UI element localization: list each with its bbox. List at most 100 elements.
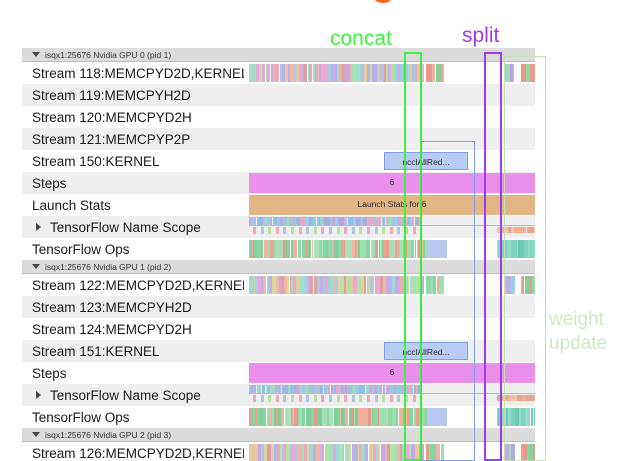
group-header[interactable]: isqx1:25676 Nvidia GPU 0 (pid 1) [22, 48, 535, 62]
name-scope-sub-event[interactable] [291, 227, 294, 234]
step-event-bar[interactable]: 6 [249, 173, 535, 193]
name-scope-sub-event[interactable] [382, 395, 386, 402]
timeline-track[interactable]: 6 [249, 362, 535, 384]
trace-event-block[interactable] [249, 240, 427, 258]
name-scope-sub-event[interactable] [374, 395, 378, 402]
name-scope-sub-event[interactable] [253, 395, 256, 402]
timeline-track[interactable] [249, 442, 535, 461]
name-scope-sub-event[interactable] [405, 395, 408, 402]
ops-event-block[interactable] [427, 240, 447, 258]
name-scope-sub-event[interactable] [389, 227, 393, 234]
timeline-row-label[interactable]: Stream 123:MEMCPYH2D [22, 296, 244, 318]
timeline-track[interactable] [249, 62, 535, 84]
name-scope-sub-event[interactable] [283, 395, 287, 402]
timeline-row-label[interactable]: Stream 119:MEMCPYH2D [22, 84, 244, 106]
timeline-row[interactable]: Stream 120:MEMCPYD2H [22, 106, 535, 128]
name-scope-sub-event[interactable] [351, 395, 355, 402]
timeline-row-label[interactable]: TensorFlow Name Scope [22, 216, 244, 238]
name-scope-sub-event[interactable] [321, 227, 325, 234]
name-scope-sub-event[interactable] [397, 227, 401, 234]
name-scope-sub-event[interactable] [344, 227, 348, 234]
timeline-row-label[interactable]: Steps [22, 362, 244, 384]
trace-event-block[interactable] [426, 276, 444, 294]
timeline-row[interactable]: Stream 123:MEMCPYH2D [22, 296, 535, 318]
name-scope-sub-event[interactable] [260, 227, 264, 234]
timeline-track[interactable] [249, 384, 535, 406]
name-scope-sub-event[interactable] [336, 395, 340, 402]
trace-event-block[interactable] [426, 444, 444, 461]
trace-event-block[interactable] [249, 444, 424, 461]
caret-down-icon[interactable] [32, 264, 40, 269]
name-scope-sub-event[interactable] [298, 227, 302, 234]
name-scope-sub-event[interactable] [306, 227, 310, 234]
name-scope-sub-event[interactable] [336, 227, 340, 234]
name-scope-sub-event[interactable] [329, 395, 332, 402]
name-scope-sub-event[interactable] [321, 395, 325, 402]
timeline-track[interactable]: 6 [249, 172, 535, 194]
timeline-row-label[interactable]: Steps [22, 172, 244, 194]
name-scope-sub-event[interactable] [367, 395, 370, 402]
name-scope-sub-event[interactable] [268, 227, 272, 234]
ops-event-block[interactable] [427, 408, 447, 426]
name-scope-sub-event[interactable] [298, 395, 302, 402]
timeline-row-label[interactable]: TensorFlow Ops [22, 238, 244, 260]
trace-event-block[interactable] [521, 444, 535, 461]
name-scope-sub-event[interactable] [412, 227, 416, 234]
name-scope-sub-event[interactable] [412, 395, 416, 402]
name-scope-sub-event[interactable] [359, 227, 363, 234]
name-scope-sub-event[interactable] [382, 227, 386, 234]
name-scope-sub-event[interactable] [313, 227, 317, 234]
timeline-track[interactable]: Launch Stats for 6 [249, 194, 535, 216]
timeline-row-label[interactable]: Stream 118:MEMCPYD2D,KERNEL,ME [22, 62, 244, 84]
group-header[interactable]: isqx1:25676 Nvidia GPU 1 (pid 2) [22, 260, 535, 274]
timeline-row[interactable]: Stream 118:MEMCPYD2D,KERNEL,ME [22, 62, 535, 84]
timeline-track[interactable] [249, 406, 535, 428]
trace-event-block[interactable] [497, 408, 535, 426]
caret-down-icon[interactable] [32, 52, 40, 57]
timeline-row[interactable]: TensorFlow Name Scope [22, 384, 535, 406]
timeline-row-label[interactable]: Stream 150:KERNEL [22, 150, 244, 172]
trace-event-block[interactable] [505, 444, 515, 461]
timeline-row[interactable]: Stream 124:MEMCPYD2H [22, 318, 535, 340]
name-scope-sub-event[interactable] [397, 395, 401, 402]
caret-right-icon[interactable] [36, 223, 41, 231]
timeline-row[interactable]: Stream 119:MEMCPYH2D [22, 84, 535, 106]
timeline-row-label[interactable]: Stream 121:MEMCPYP2P [22, 128, 244, 150]
name-scope-sub-event[interactable] [329, 227, 332, 234]
name-scope-sub-event[interactable] [275, 395, 279, 402]
name-scope-sub-event[interactable] [367, 227, 370, 234]
timeline-row-label[interactable]: Launch Stats [22, 194, 244, 216]
trace-event-block[interactable] [249, 276, 424, 294]
timeline-track[interactable] [249, 216, 535, 238]
name-scope-sub-event[interactable] [291, 395, 294, 402]
name-scope-sub-event[interactable] [306, 395, 310, 402]
trace-event-block[interactable] [249, 408, 427, 426]
trace-event-block[interactable] [249, 217, 421, 225]
timeline-row-label[interactable]: Stream 151:KERNEL [22, 340, 244, 362]
timeline-row-label[interactable]: Stream 120:MEMCPYD2H [22, 106, 244, 128]
launch-stats-bar[interactable]: Launch Stats for 6 [249, 195, 535, 215]
trace-event-block[interactable] [505, 64, 515, 82]
group-header[interactable]: isqx1:25676 Nvidia GPU 2 (pid 3) [22, 428, 535, 442]
name-scope-sub-event[interactable] [275, 227, 279, 234]
timeline-row[interactable]: TensorFlow Ops [22, 406, 535, 428]
trace-event-block[interactable] [249, 385, 421, 393]
timeline-track[interactable] [249, 274, 535, 296]
step-event-bar[interactable]: 6 [249, 363, 535, 383]
name-scope-sub-event[interactable] [405, 227, 408, 234]
timeline-row[interactable]: Stream 126:MEMCPYD2D,KERNEL,MI [22, 442, 535, 461]
name-scope-sub-event[interactable] [268, 395, 272, 402]
name-scope-sub-event[interactable] [359, 395, 363, 402]
timeline-row-label[interactable]: TensorFlow Name Scope [22, 384, 244, 406]
trace-event-block[interactable] [426, 64, 444, 82]
timeline-row-label[interactable]: Stream 124:MEMCPYD2H [22, 318, 244, 340]
timeline-row-label[interactable]: Stream 122:MEMCPYD2D,KERNEL,MI [22, 274, 244, 296]
timeline-row-label[interactable]: Stream 126:MEMCPYD2D,KERNEL,MI [22, 442, 244, 461]
caret-down-icon[interactable] [32, 432, 40, 437]
name-scope-sub-event[interactable] [389, 395, 393, 402]
name-scope-sub-event[interactable] [253, 227, 256, 234]
timeline-row[interactable]: Stream 121:MEMCPYP2P [22, 128, 535, 150]
